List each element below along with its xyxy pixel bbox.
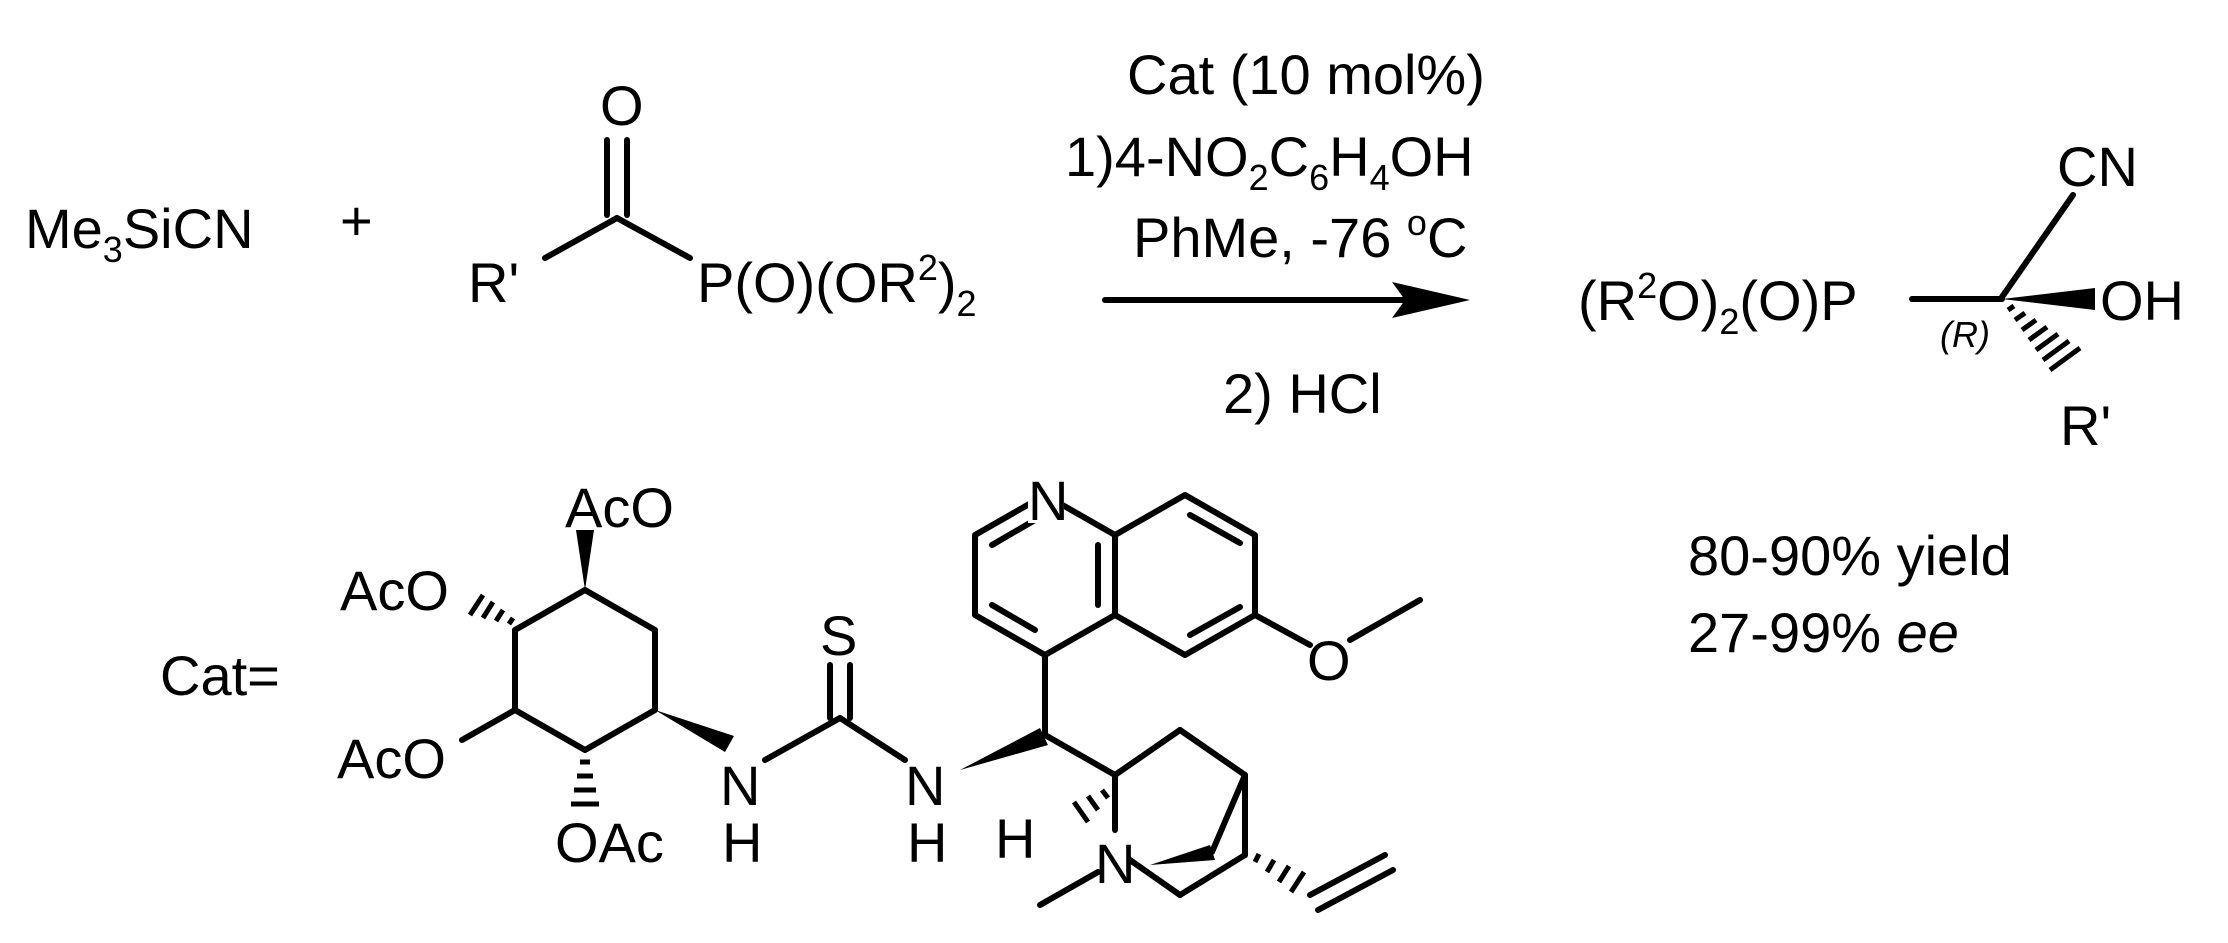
bond-n-methyl	[1037, 869, 1101, 908]
quinoline-benzo-ring	[1112, 492, 1258, 658]
bond-aco-mid	[459, 707, 518, 743]
bond-c-n2	[837, 715, 908, 763]
bond-o-methyl	[1347, 597, 1423, 643]
bond-c-rprime	[542, 215, 620, 261]
plus-sign: +	[340, 189, 373, 252]
thiourea-h2: H	[907, 811, 947, 874]
acylphosphonate: O R' P(O)(OR2)2	[468, 74, 977, 324]
hash-oac	[571, 759, 599, 807]
aco-top-label: AcO	[565, 476, 674, 539]
reaction-arrow-head	[1392, 282, 1470, 318]
thiourea-h1: H	[722, 811, 762, 874]
quinoline-double-5	[1187, 604, 1243, 638]
catalyst-structure: Cat= AcO AcO AcO OAc N H	[160, 469, 1423, 913]
bond-c3-bridgehead	[1177, 727, 1248, 778]
methoxy-o: O	[1307, 629, 1351, 692]
oac-label: OAc	[555, 811, 664, 874]
reaction-conditions: Cat (10 mol%) 1)4-NO2C6H4OH PhMe, -76 oC…	[1065, 43, 1485, 425]
stereo-descriptor: (R)	[1940, 314, 1990, 355]
quinoline-n: N	[1028, 469, 1068, 532]
vinyl-double-b	[1315, 867, 1396, 913]
aco-mid-label: AcO	[337, 727, 446, 790]
bond-c2-c3	[1112, 727, 1183, 778]
wedge-nh-stereocenter	[960, 728, 1048, 770]
quinoline-double-4	[1187, 512, 1243, 546]
hash-bond-rprime	[2006, 303, 2082, 373]
r-prime-label: R'	[468, 251, 519, 314]
product-r-prime: R'	[2060, 394, 2111, 457]
ee-text: 27-99% ee	[1688, 601, 1959, 664]
solvent-temperature: PhMe, -76 oC	[1133, 202, 1467, 269]
step-2-reagent: 2) HCl	[1223, 362, 1382, 425]
catalyst-label: Cat=	[160, 644, 280, 707]
bridge-h: H	[995, 807, 1035, 870]
thiourea-n2: N	[905, 754, 945, 817]
bond-stereocenter-c2	[1042, 732, 1118, 778]
hash-vinyl	[1252, 852, 1307, 894]
phosphonate-label: P(O)(OR2)2	[697, 247, 977, 324]
yield-text: 80-90% yield	[1688, 524, 2012, 587]
bond-c6-n	[1127, 857, 1183, 898]
product-cn: CN	[2057, 135, 2138, 198]
product-oh: OH	[2100, 269, 2184, 332]
bond-n1-c	[762, 715, 843, 763]
bond-c-p	[614, 215, 693, 261]
aco-left-label: AcO	[340, 559, 449, 622]
product-phosphonate: (R2O)2(O)P	[1578, 265, 1858, 342]
wedge-bridge-1	[1150, 845, 1215, 865]
carbonyl-oxygen: O	[600, 74, 644, 137]
vinyl-double-a	[1307, 852, 1388, 898]
reactant-tmscn: Me3SiCN	[25, 197, 254, 270]
thiourea-s: S	[820, 604, 857, 667]
step-1-reagent: 1)4-NO2C6H4OH	[1065, 125, 1474, 198]
wedge-ring-nh	[655, 710, 734, 752]
thiourea-n1: N	[720, 754, 760, 817]
hash-h	[1071, 788, 1110, 824]
cyclohexane-ring	[512, 587, 658, 753]
catalyst-loading: Cat (10 mol%)	[1127, 43, 1485, 106]
bond-c5-c6	[1177, 852, 1248, 898]
product: CN (R2O)2(O)P OH (R) R'	[1578, 135, 2184, 457]
wedge-bond-oh	[2002, 288, 2095, 310]
bond-c-cn	[1999, 192, 2076, 300]
bridge-n: N	[1095, 832, 1135, 895]
quinoline-double-3	[989, 602, 1038, 633]
quinoline-double-1	[989, 517, 1038, 548]
n-label-mask	[1028, 475, 1064, 523]
wedge-aco-top	[576, 530, 594, 590]
hash-aco-left	[467, 593, 516, 626]
bond-ar-o	[1252, 612, 1313, 648]
bond-bridge-2	[1209, 772, 1248, 855]
